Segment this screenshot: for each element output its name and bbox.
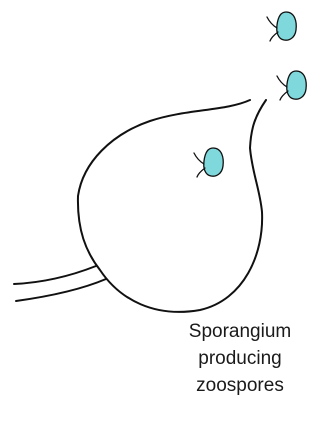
sporangium-outline (78, 100, 266, 312)
zoospore-icon (267, 12, 296, 41)
caption-line: Sporangium (160, 318, 320, 345)
zoospore-icon (194, 148, 223, 177)
caption-line: zoospores (160, 372, 320, 399)
caption-line: producing (160, 345, 320, 372)
hypha-line-upper (14, 266, 96, 284)
zoospore-icon (277, 71, 306, 100)
caption-label: Sporangium producing zoospores (160, 318, 320, 399)
